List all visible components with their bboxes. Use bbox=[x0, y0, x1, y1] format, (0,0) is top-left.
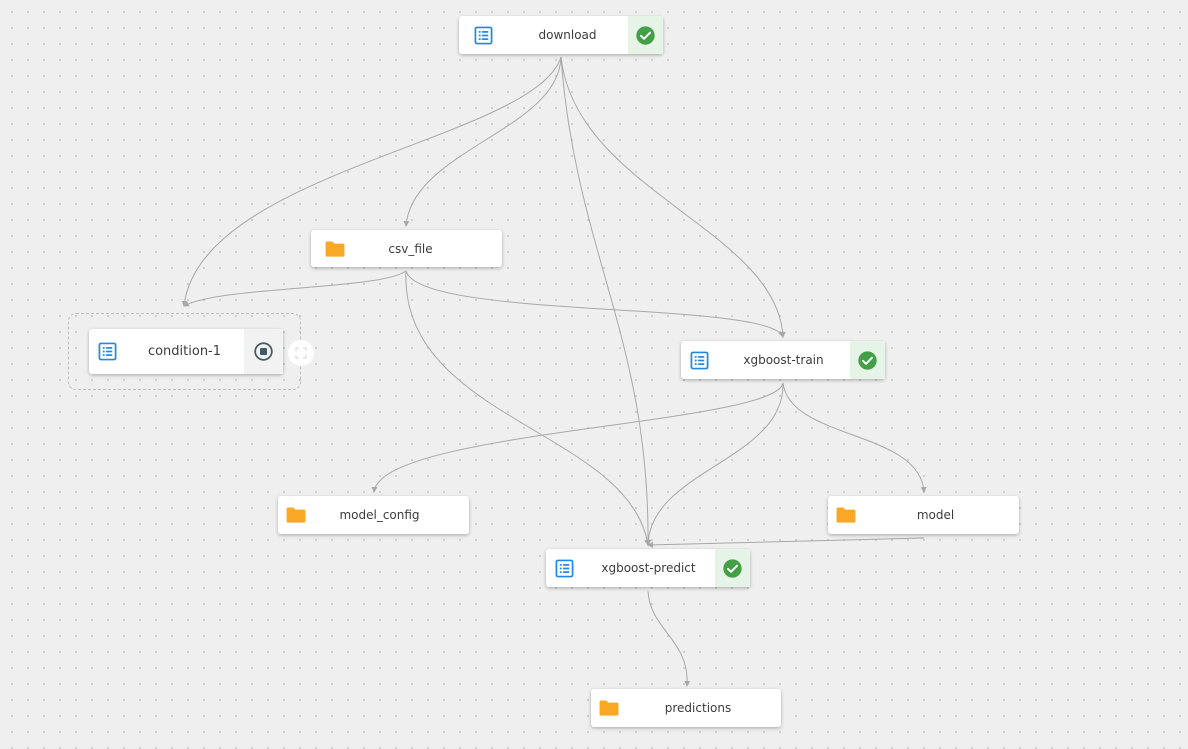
execution-list-icon bbox=[459, 16, 507, 54]
edge-csv-file-to-condition-1 bbox=[183, 270, 407, 307]
edge-xgboost-train-to-model-config bbox=[371, 382, 784, 493]
folder-icon bbox=[311, 230, 359, 267]
node-predictions[interactable]: predictions bbox=[591, 689, 781, 727]
node-label: csv_file bbox=[388, 241, 433, 256]
node-label: xgboost-train bbox=[743, 353, 824, 367]
node-label: condition-1 bbox=[147, 344, 222, 359]
edge-download-to-xgboost-predict bbox=[560, 56, 652, 546]
node-label: xgboost-predict bbox=[601, 561, 696, 575]
stop-circle-icon bbox=[244, 329, 283, 374]
node-download[interactable]: download bbox=[459, 16, 663, 54]
execution-list-icon bbox=[546, 549, 582, 587]
folder-icon bbox=[828, 496, 864, 534]
node-label: model bbox=[916, 508, 955, 522]
check-circle-icon bbox=[850, 341, 885, 379]
node-csv-file[interactable]: csv_file bbox=[311, 230, 502, 267]
folder-icon bbox=[278, 496, 314, 534]
node-model[interactable]: model bbox=[828, 496, 1019, 534]
execution-list-icon bbox=[681, 341, 717, 379]
node-xgboost-predict[interactable]: xgboost-predict bbox=[546, 549, 750, 587]
edge-xgboost-train-to-xgboost-predict bbox=[645, 382, 784, 546]
execution-list-icon bbox=[89, 329, 125, 374]
edge-csv-file-to-xgboost-train bbox=[405, 270, 785, 338]
folder-icon bbox=[591, 689, 627, 727]
edge-download-to-condition-1 bbox=[181, 56, 562, 307]
node-model-config[interactable]: model_config bbox=[278, 496, 469, 534]
edge-download-to-xgboost-train bbox=[560, 56, 786, 338]
node-condition-1[interactable]: condition-1 bbox=[89, 329, 283, 374]
node-label: download bbox=[538, 28, 597, 42]
check-circle-icon bbox=[715, 549, 750, 587]
expand-icon[interactable] bbox=[288, 340, 314, 366]
edge-download-to-csv-file bbox=[403, 56, 562, 227]
node-xgboost-train[interactable]: xgboost-train bbox=[681, 341, 885, 379]
edge-xgboost-train-to-model bbox=[782, 382, 927, 493]
edge-xgboost-predict-to-predictions bbox=[647, 590, 691, 687]
edge-model-to-xgboost-predict bbox=[647, 537, 925, 548]
node-label: predictions bbox=[664, 701, 732, 715]
node-label: model_config bbox=[339, 508, 420, 522]
edge-csv-file-to-xgboost-predict bbox=[405, 270, 651, 546]
check-circle-icon bbox=[628, 16, 663, 54]
